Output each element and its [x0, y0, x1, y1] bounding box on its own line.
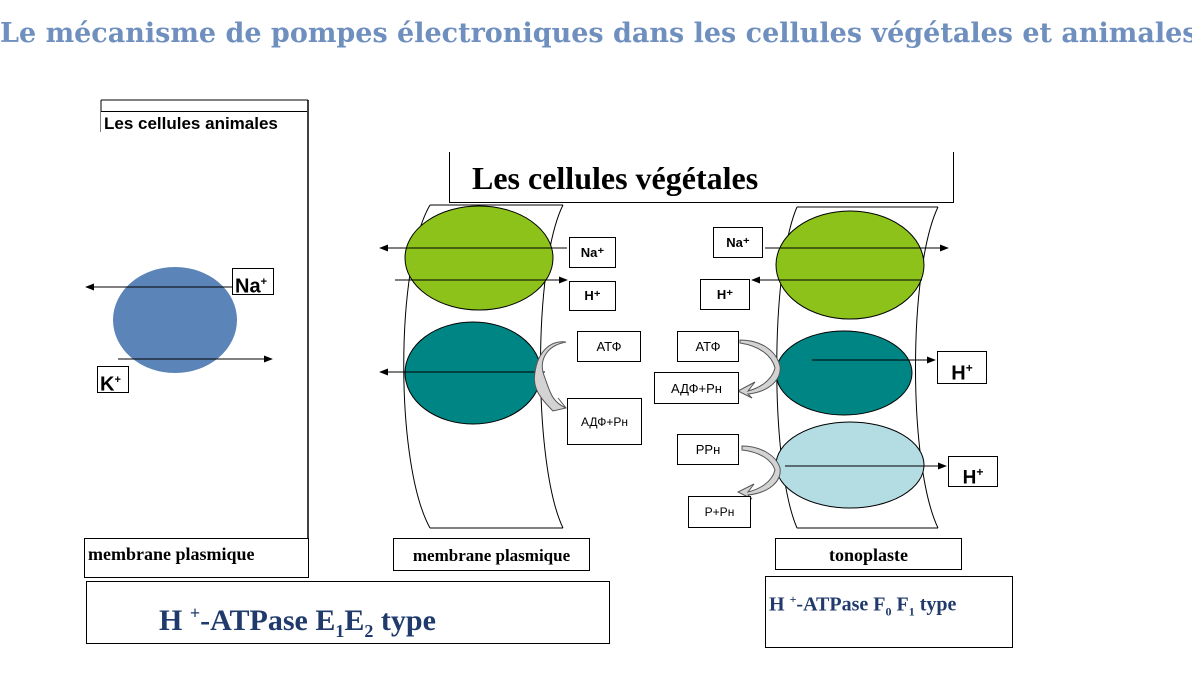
animal-na-sup: + [260, 276, 268, 288]
tpt-sup: + [789, 592, 797, 606]
animal-na-label: Na+ [232, 268, 274, 298]
tonoplast-h-out-label2: H+ [948, 456, 998, 489]
animal-na-text: Na [235, 275, 261, 298]
tonoplast-h-label: H⁺ [700, 279, 750, 310]
plasma-na-label: Na⁺ [569, 237, 616, 268]
tpt-f: F [891, 593, 909, 616]
tonoplast-atp-pump [775, 330, 913, 416]
tonoplast-ppn-curve-arrow [736, 445, 781, 500]
apt-sub1: 1 [335, 621, 345, 641]
plasma-atp-curve-arrow [533, 341, 567, 412]
animal-k-label: K+ [97, 366, 129, 396]
tonoplast-membrane-label: tonoplaste [775, 538, 962, 570]
plasma-na-pump [404, 205, 554, 311]
tonoplast-atp-curve-arrow [736, 339, 781, 399]
apt-mid: -ATPase E [200, 604, 336, 637]
tonoplast-h-out-label1: H+ [937, 351, 987, 385]
tpt-sub1: 0 [885, 604, 892, 619]
plasma-h-label: H⁺ [569, 281, 616, 311]
tonoplast-ppn-label: РРн [677, 434, 739, 465]
plasma-adp-label: АДФ+Рн [567, 398, 642, 445]
tpt-h: H [769, 593, 790, 616]
tpt-sub2: 1 [908, 604, 915, 619]
tonoplast-adp-label: АДФ+Рн [654, 372, 739, 404]
apt-e2: E [344, 604, 365, 637]
apt-sub2: 2 [364, 621, 374, 641]
t-h1-text: H [951, 362, 966, 385]
tonoplast-atp-label: АТФ [677, 331, 739, 362]
animal-heading: Les cellules animales [101, 111, 307, 133]
t-h2-text: H [962, 467, 977, 489]
t-h1-sup: + [965, 361, 973, 375]
tpt-tail: type [914, 593, 957, 616]
plant-heading: Les cellules végétales [449, 152, 954, 203]
tonoplast-pump-type: H +-ATPase F0 F1 type [765, 576, 1013, 648]
animal-pump [113, 267, 237, 373]
tonoplast-ppn-pump [775, 421, 925, 509]
apt-sup: + [189, 603, 201, 623]
animal-k-text: K [100, 373, 115, 396]
plasma-atp-label: АТФ [577, 331, 641, 362]
animal-k-sup: + [114, 374, 121, 386]
tonoplast-na-pump [775, 210, 925, 320]
tonoplast-na-label: Na⁺ [713, 227, 763, 258]
animal-membrane-label: membrane plasmique [84, 538, 309, 578]
t-h2-sup: + [976, 465, 984, 479]
page-title: Le mécanisme de pompes électroniques dan… [0, 18, 1192, 49]
tonoplast-pn-label: Р+Рн [688, 496, 751, 528]
animal-pump-type: H +-ATPase E1E2 type [86, 581, 610, 644]
tpt-mid: -ATPase F [796, 593, 886, 616]
apt-tail: type [373, 604, 436, 637]
plasma-h-pump [404, 321, 542, 425]
apt-h: H [159, 604, 190, 637]
plasma-membrane-label: membrane plasmique [393, 538, 590, 571]
